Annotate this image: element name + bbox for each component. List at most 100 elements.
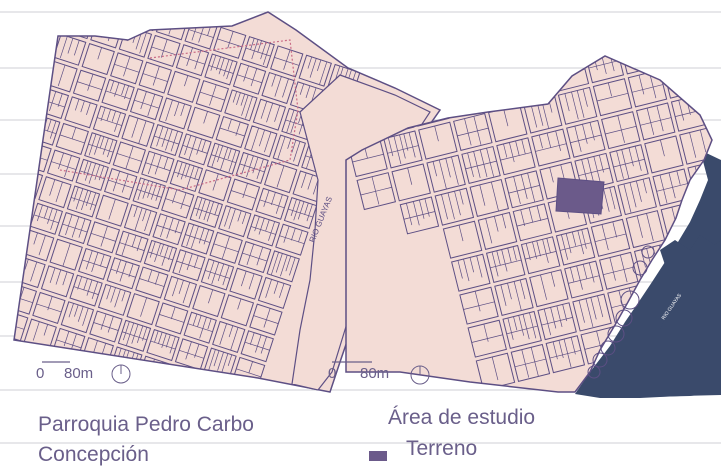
lot-line bbox=[447, 192, 455, 220]
lot-line bbox=[683, 63, 689, 83]
lot-line bbox=[530, 102, 538, 128]
lot-line bbox=[538, 134, 543, 149]
lot-line bbox=[46, 119, 52, 132]
lot-line bbox=[14, 231, 22, 241]
lot-line bbox=[293, 200, 301, 221]
lot-line bbox=[681, 204, 686, 218]
lot-line bbox=[14, 18, 15, 32]
lot-line bbox=[142, 180, 150, 199]
lot-line bbox=[541, 317, 573, 326]
right-scale-bar bbox=[332, 361, 430, 385]
lot-line bbox=[18, 169, 24, 184]
lot-line bbox=[596, 92, 629, 102]
lot-line bbox=[114, 112, 121, 132]
lot-line bbox=[160, 19, 186, 29]
lot-line bbox=[250, 38, 255, 50]
river-water-edge bbox=[600, 235, 721, 398]
city-block bbox=[204, 53, 238, 86]
lot-line bbox=[159, 314, 185, 323]
lot-line bbox=[643, 39, 647, 54]
lot-line bbox=[260, 41, 267, 60]
lot-line bbox=[709, 23, 713, 38]
lot-line bbox=[50, 209, 58, 230]
lot-line bbox=[0, 369, 2, 384]
lot-line bbox=[0, 340, 5, 362]
lot-line bbox=[77, 306, 84, 322]
lot-line bbox=[108, 199, 116, 220]
lot-line bbox=[457, 56, 463, 66]
lot-line bbox=[422, 58, 429, 80]
lot-line bbox=[33, 232, 38, 245]
lot-line bbox=[147, 251, 173, 261]
lot-line bbox=[406, 203, 413, 226]
lot-line bbox=[304, 202, 309, 215]
lot-line bbox=[77, 12, 83, 27]
city-block bbox=[169, 159, 204, 193]
lot-line bbox=[170, 376, 196, 386]
lot-line bbox=[32, 321, 40, 341]
lot-line bbox=[147, 94, 156, 116]
lot-line bbox=[694, 34, 721, 42]
lot-line bbox=[81, 190, 89, 211]
lot-line bbox=[19, 376, 28, 392]
lot-line bbox=[582, 124, 588, 144]
lot-line bbox=[104, 384, 130, 392]
city-block bbox=[566, 119, 606, 158]
lot-line bbox=[662, 34, 666, 51]
lot-line bbox=[74, 304, 79, 317]
riverfront-circles bbox=[587, 245, 655, 379]
lot-line bbox=[217, 440, 222, 456]
city-block bbox=[531, 128, 571, 167]
lot-line bbox=[631, 84, 664, 93]
lot-line bbox=[191, 226, 199, 249]
lot-line bbox=[112, 171, 121, 192]
lot-line bbox=[571, 231, 577, 246]
lot-line bbox=[207, 260, 215, 280]
lot-line bbox=[47, 208, 53, 224]
lot-line bbox=[165, 129, 173, 151]
city-block bbox=[101, 78, 135, 111]
city-block bbox=[172, 249, 206, 282]
city-block bbox=[471, 56, 512, 77]
park-circle bbox=[620, 290, 640, 310]
lot-line bbox=[197, 315, 202, 327]
city-block bbox=[298, 54, 332, 87]
map-title-line1: Parroquia Pedro Carbo bbox=[38, 413, 254, 436]
lot-line bbox=[36, 303, 62, 313]
lot-line bbox=[185, 164, 191, 178]
lot-line bbox=[290, 199, 297, 216]
lot-line bbox=[237, 74, 263, 84]
city-block bbox=[635, 102, 676, 141]
lot-line bbox=[62, 243, 71, 267]
lot-line bbox=[301, 172, 307, 188]
lot-line bbox=[698, 0, 702, 8]
city-block bbox=[442, 220, 483, 259]
lot-line bbox=[485, 218, 493, 244]
lot-line bbox=[546, 132, 552, 149]
lot-line bbox=[227, 148, 232, 160]
lot-line bbox=[228, 208, 236, 230]
lot-line bbox=[552, 27, 559, 56]
lot-line bbox=[100, 19, 108, 38]
lot-line bbox=[519, 279, 526, 300]
lot-line bbox=[246, 244, 255, 265]
lot-line bbox=[35, 27, 43, 47]
lot-line bbox=[217, 145, 224, 163]
lot-line bbox=[88, 133, 97, 156]
lot-line bbox=[459, 84, 465, 100]
lot-line bbox=[656, 105, 664, 132]
lot-line bbox=[73, 286, 99, 295]
lot-line bbox=[230, 327, 239, 351]
city-block bbox=[223, 383, 257, 392]
lot-line bbox=[219, 323, 227, 345]
lot-line bbox=[38, 235, 46, 256]
lot-line bbox=[275, 253, 283, 273]
lot-line bbox=[242, 183, 248, 199]
lot-line bbox=[156, 224, 182, 234]
lot-line bbox=[219, 127, 245, 137]
lot-line bbox=[529, 312, 537, 339]
city-block bbox=[494, 277, 534, 316]
lot-line bbox=[249, 332, 255, 345]
city-block bbox=[469, 178, 510, 218]
lot-line bbox=[88, 143, 114, 153]
